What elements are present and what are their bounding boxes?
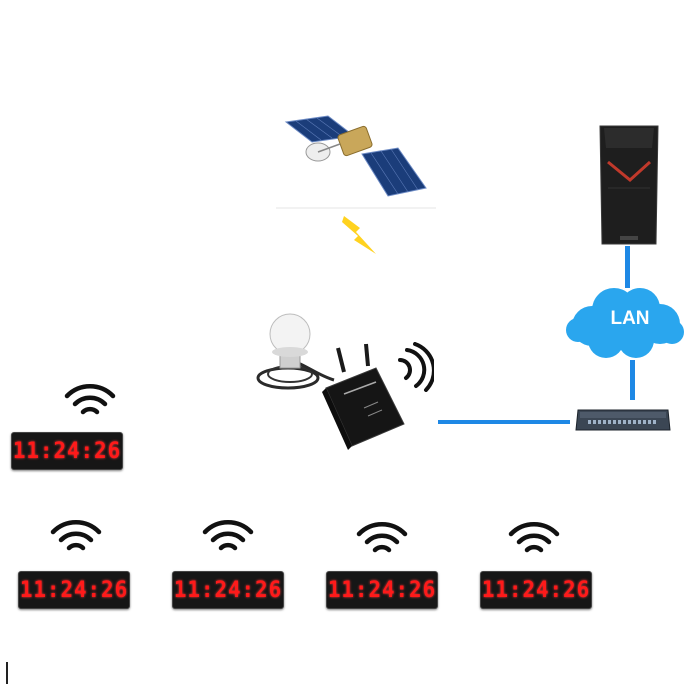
lan-switch-link: [630, 360, 635, 400]
wifi-icon: [356, 522, 408, 553]
wifi-icon: [50, 520, 102, 551]
server-lan-link: [625, 246, 630, 288]
clock-time: 11:24:26: [12, 438, 122, 464]
wifi-icon: [508, 522, 560, 553]
router-switch-link: [438, 420, 570, 424]
network-switch-icon: [575, 409, 671, 431]
router-device-icon: [322, 343, 405, 450]
lan-cloud-icon: [566, 288, 684, 358]
led-clock: 11:24:26: [18, 571, 130, 609]
satellite-icon: [276, 115, 436, 209]
led-clock: 11:24:26: [172, 571, 284, 609]
wifi-icon: [202, 520, 254, 551]
led-clock: 11:24:26: [480, 571, 592, 609]
lan-label: LAN: [610, 308, 650, 329]
clock-time: 11:24:26: [173, 577, 283, 603]
edge-mark: [6, 662, 8, 684]
clock-time: 11:24:26: [481, 577, 591, 603]
clock-time: 11:24:26: [19, 577, 129, 603]
clock-time: 11:24:26: [327, 577, 437, 603]
led-clock: 11:24:26: [11, 432, 123, 470]
lightning-icon: [342, 216, 376, 254]
led-clock: 11:24:26: [326, 571, 438, 609]
wifi-icon: [398, 342, 434, 392]
gps-antenna-icon: [256, 313, 335, 390]
wifi-icon: [64, 384, 116, 415]
server-tower-icon: [599, 125, 659, 245]
